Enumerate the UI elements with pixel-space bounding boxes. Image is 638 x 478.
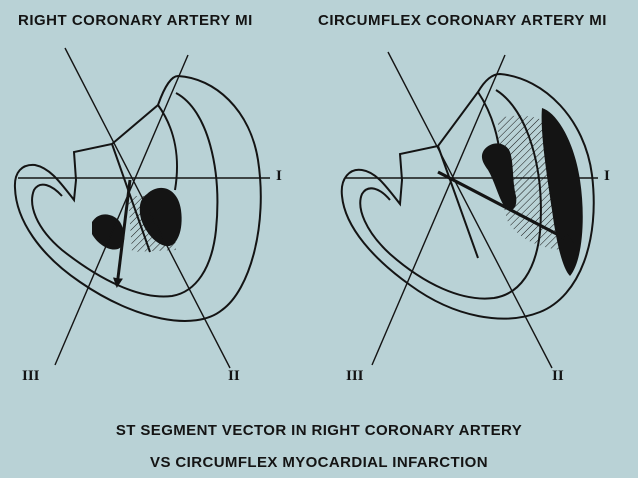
caption-line-2: VS CIRCUMFLEX MYOCARDIAL INFARCTION — [150, 454, 488, 471]
right-infarct-blob-upper — [481, 143, 517, 211]
right-heart-outline — [340, 72, 595, 320]
right-lead-axes — [345, 51, 598, 369]
left-heart-outline — [13, 74, 262, 322]
left-axis-lead-ii — [64, 47, 231, 369]
right-septal-line — [437, 145, 479, 259]
right-axis-label-lead-i: I — [604, 168, 610, 184]
right-panel-title: CIRCUMFLEX CORONARY ARTERY MI — [318, 12, 607, 29]
right-axis-lead-ii — [387, 51, 553, 369]
left-lead-axes — [18, 47, 270, 369]
left-infarct-blob-small — [92, 214, 125, 250]
left-axis-label-lead-ii: II — [228, 368, 240, 384]
right-axis-lead-iii — [371, 54, 506, 366]
right-st-vector-arrow — [437, 170, 574, 244]
left-infarct-blob-large — [139, 187, 182, 247]
left-inner-cavity — [31, 92, 219, 298]
right-axis-label-lead-iii: III — [346, 368, 364, 384]
left-panel-title: RIGHT CORONARY ARTERY MI — [18, 12, 253, 29]
left-axis-label-lead-iii: III — [22, 368, 40, 384]
left-axis-lead-iii — [54, 54, 189, 366]
left-axis-label-lead-i: I — [276, 168, 282, 184]
left-st-vector-arrow — [113, 179, 132, 288]
caption-line-1: ST SEGMENT VECTOR IN RIGHT CORONARY ARTE… — [115, 422, 523, 439]
right-axis-label-lead-ii: II — [552, 368, 564, 384]
